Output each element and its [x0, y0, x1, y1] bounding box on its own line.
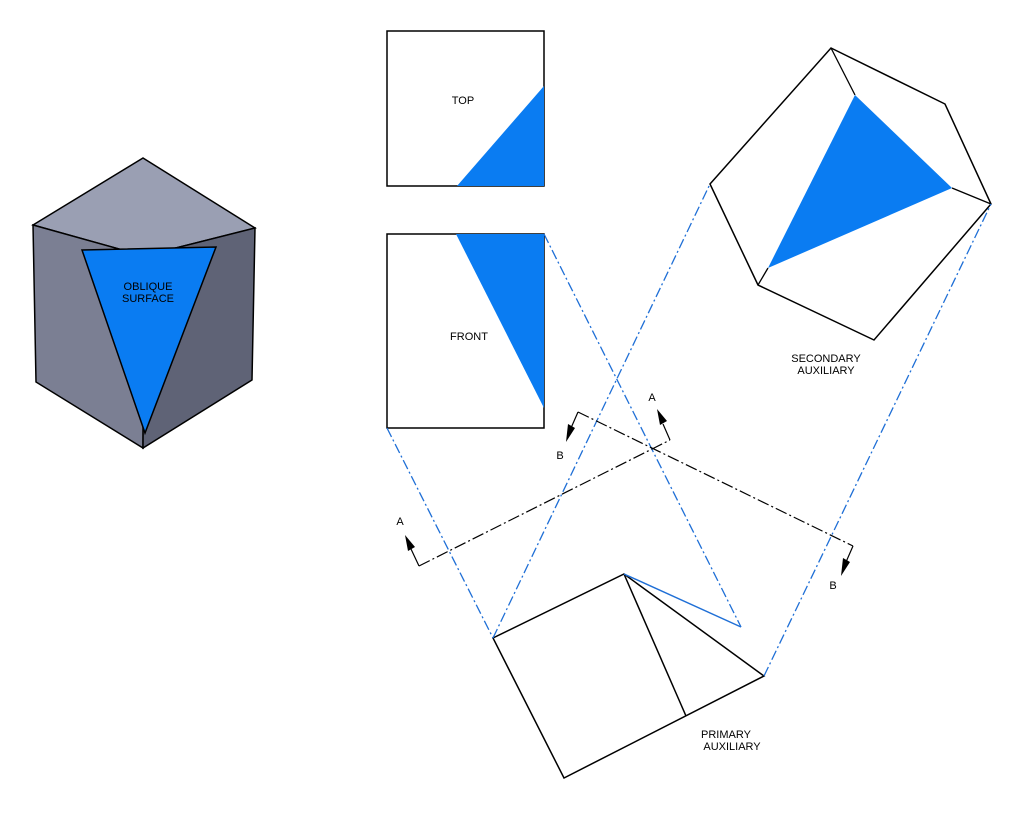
front-view-surface: [456, 234, 544, 408]
arrow-b-right-icon: [841, 558, 850, 576]
cutting-plane-b: B B: [556, 411, 854, 592]
secondary-label-line2: AUXILIARY: [797, 365, 855, 377]
cutting-plane-a: A A: [396, 392, 671, 567]
arrow-a-right-icon: [657, 409, 667, 425]
primary-oblique-edge: [623, 573, 742, 628]
cutting-plane-a-end-right: [662, 423, 671, 441]
primary-auxiliary-view: PRIMARY AUXILIARY: [491, 573, 766, 780]
arrow-b-left-icon: [566, 424, 575, 442]
top-view-label: TOP: [452, 95, 474, 107]
projection-line-primary-to-secondary-right: [763, 203, 992, 677]
projection-line-front-right: [543, 233, 742, 628]
cutting-plane-b-line: [577, 411, 854, 547]
cutting-plane-a-end-left: [410, 548, 420, 567]
section-a-label-right: A: [648, 392, 656, 404]
oblique-label-line2: SURFACE: [122, 293, 174, 305]
cutting-plane-a-line: [418, 439, 671, 567]
primary-divider: [623, 573, 687, 717]
projection-line-front-left: [386, 427, 494, 639]
secondary-edge-2: [951, 187, 992, 205]
section-a-label-left: A: [396, 516, 404, 528]
isometric-cube: OBLIQUE SURFACE: [31, 157, 257, 450]
arrow-a-left-icon: [405, 535, 415, 551]
secondary-auxiliary-view: SECONDARY AUXILIARY: [709, 47, 992, 377]
section-b-label-right: B: [829, 580, 836, 592]
top-view: TOP: [386, 30, 545, 187]
front-view-label: FRONT: [450, 331, 488, 343]
projection-line-primary-to-secondary-left: [492, 183, 711, 639]
secondary-true-shape: [768, 95, 952, 268]
projection-lines: [386, 183, 992, 677]
secondary-edge-1: [830, 47, 856, 96]
secondary-label-line1: SECONDARY: [791, 353, 861, 365]
secondary-edge-3: [757, 267, 769, 286]
cutting-plane-b-end-right: [845, 545, 854, 563]
front-view: FRONT: [386, 233, 545, 429]
primary-label-line2: AUXILIARY: [703, 741, 761, 753]
section-b-label-left: B: [556, 450, 563, 462]
oblique-surface: [80, 246, 218, 436]
top-view-surface: [457, 86, 544, 186]
oblique-label-line1: OBLIQUE: [124, 281, 173, 293]
cutting-plane-b-end-left: [570, 411, 579, 429]
primary-label-line1: PRIMARY: [701, 729, 752, 741]
